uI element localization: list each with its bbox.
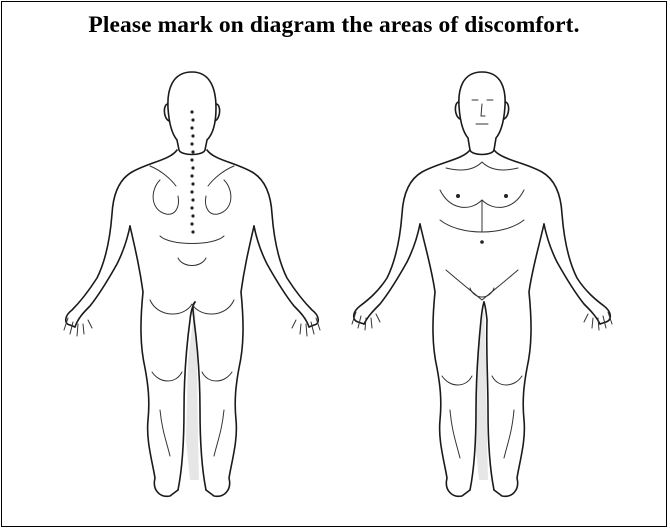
front-body-figure-icon[interactable] [352,72,612,496]
back-body-figure-icon[interactable] [64,72,320,496]
